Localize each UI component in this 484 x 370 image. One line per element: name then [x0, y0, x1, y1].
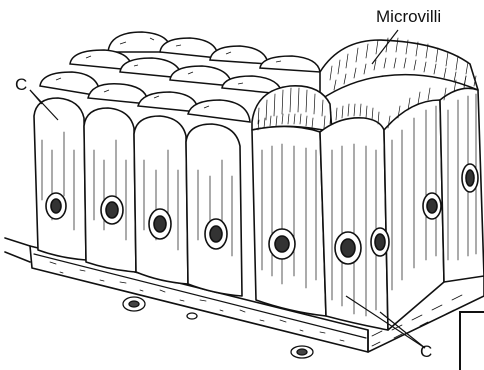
- columnar-cell: [34, 98, 86, 260]
- cell-nucleus: [205, 219, 227, 249]
- cell-nucleus: [423, 193, 441, 219]
- c-left-leader: [30, 90, 42, 104]
- loose-cell: [123, 297, 145, 311]
- cell-nucleus: [335, 232, 361, 264]
- columnar-cell: [186, 124, 242, 296]
- loose-cell: [187, 313, 197, 319]
- corner-bracket: [460, 312, 484, 370]
- c-label-right: C: [420, 343, 432, 360]
- cell-nucleus: [462, 164, 478, 192]
- columnar-cell: [84, 108, 136, 272]
- loose-cell: [291, 346, 313, 358]
- microvilli-cells-block: [252, 38, 484, 330]
- cell-nucleus: [46, 193, 66, 219]
- c-label-left: C: [15, 76, 27, 93]
- microvilli-label: Microvilli: [376, 8, 441, 25]
- cell-nucleus: [101, 196, 123, 224]
- columnar-cell: [440, 76, 484, 282]
- columnar-cell: [320, 104, 388, 330]
- columnar-cell: [252, 114, 326, 316]
- columnar-cell: [134, 116, 188, 284]
- cell-nucleus: [269, 229, 295, 259]
- cell-nucleus: [149, 209, 171, 239]
- cell-nucleus: [371, 228, 389, 256]
